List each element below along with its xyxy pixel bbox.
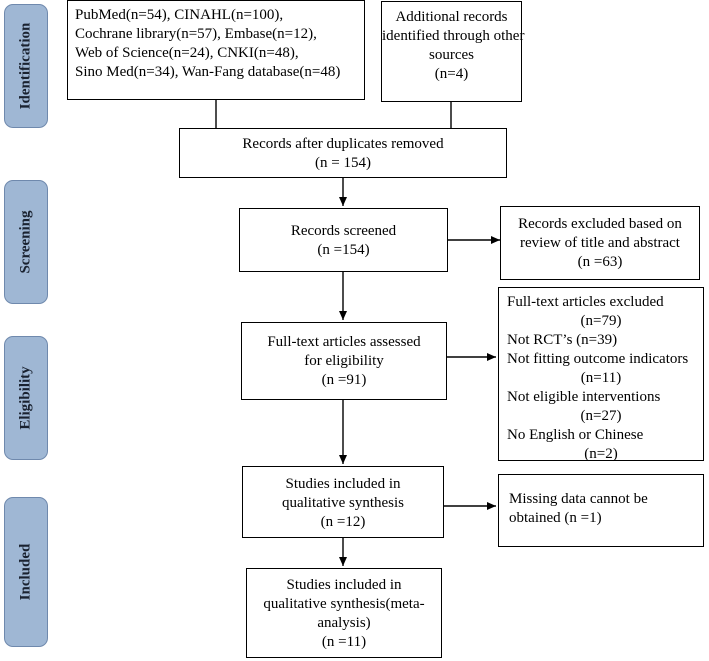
stage-included-label: Included — [17, 543, 34, 601]
database-records-line-4: Sino Med(n=34), Wan-Fang database(n=48) — [75, 64, 341, 80]
box-fulltext-excluded: Full-text articles excluded (n=79) Not R… — [498, 287, 704, 462]
excluded-reason-interventions-count: (n=27) — [580, 408, 622, 424]
other-sources-line-1: Additional records — [395, 9, 508, 25]
stage-screening-label: Screening — [17, 210, 34, 274]
qualitative-synthesis-line-1: Studies included in — [285, 476, 401, 492]
other-sources-line-3: sources — [429, 47, 474, 63]
other-sources-line-4: (n=4) — [434, 66, 469, 82]
fulltext-assessed-count: (n =91) — [321, 372, 367, 388]
meta-analysis-line-2: qualitative synthesis(meta- — [263, 596, 425, 612]
box-duplicates-removed: Records after duplicates removed (n = 15… — [179, 128, 507, 178]
fulltext-assessed-line-1: Full-text articles assessed — [267, 334, 421, 350]
qualitative-synthesis-line-2: qualitative synthesis — [281, 495, 405, 511]
records-screened-label: Records screened — [290, 223, 397, 239]
fulltext-assessed-line-2: for eligibility — [304, 353, 384, 369]
meta-analysis-line-1: Studies included in — [286, 577, 402, 593]
missing-data-line-2: obtained (n =1) — [509, 510, 602, 526]
other-sources-line-2: identified through other — [382, 28, 525, 44]
excluded-title-abstract-line-2: review of title and abstract — [520, 235, 680, 251]
box-records-screened: Records screened (n =154) — [239, 208, 448, 272]
meta-analysis-line-3: analysis) — [317, 615, 371, 631]
stage-identification-label: Identification — [17, 22, 34, 110]
box-other-sources: Additional records identified through ot… — [381, 1, 525, 102]
box-qualitative-synthesis: Studies included in qualitative synthesi… — [242, 466, 444, 538]
excluded-reason-language-count: (n=2) — [584, 446, 618, 462]
records-screened-count: (n =154) — [317, 242, 370, 258]
fulltext-excluded-heading: Full-text articles excluded — [507, 294, 664, 310]
excluded-reason-not-rct: Not RCT’s (n=39) — [507, 332, 618, 348]
database-records-line-1: PubMed(n=54), CINAHL(n=100), — [75, 7, 284, 23]
excluded-title-abstract-line-1: Records excluded based on — [518, 216, 682, 232]
fulltext-excluded-total: (n=79) — [580, 313, 622, 329]
stage-eligibility: Eligibility — [4, 336, 48, 460]
duplicates-removed-label: Records after duplicates removed — [242, 136, 444, 152]
box-meta-analysis: Studies included in qualitative synthesi… — [246, 568, 442, 658]
database-records-line-2: Cochrane library(n=57), Embase(n=12), — [75, 26, 317, 42]
missing-data-line-1: Missing data cannot be — [509, 491, 648, 507]
box-fulltext-assessed: Full-text articles assessed for eligibil… — [241, 322, 447, 400]
qualitative-synthesis-count: (n =12) — [320, 514, 366, 530]
excluded-reason-language: No English or Chinese — [507, 427, 644, 443]
excluded-title-abstract-count: (n =63) — [577, 254, 623, 270]
excluded-reason-interventions: Not eligible interventions — [507, 389, 661, 405]
stage-included: Included — [4, 497, 48, 647]
meta-analysis-count: (n =11) — [321, 634, 367, 650]
stage-eligibility-label: Eligibility — [17, 366, 34, 430]
excluded-reason-outcome-count: (n=11) — [580, 370, 622, 386]
box-database-records: PubMed(n=54), CINAHL(n=100), Cochrane li… — [67, 0, 365, 100]
excluded-reason-outcome: Not fitting outcome indicators — [507, 351, 689, 367]
stage-identification: Identification — [4, 4, 48, 128]
duplicates-removed-count: (n = 154) — [315, 155, 371, 171]
stage-screening: Screening — [4, 180, 48, 304]
box-excluded-title-abstract: Records excluded based on review of titl… — [500, 206, 700, 280]
box-missing-data: Missing data cannot be obtained (n =1) — [498, 474, 704, 547]
database-records-line-3: Web of Science(n=24), CNKI(n=48), — [75, 45, 299, 61]
